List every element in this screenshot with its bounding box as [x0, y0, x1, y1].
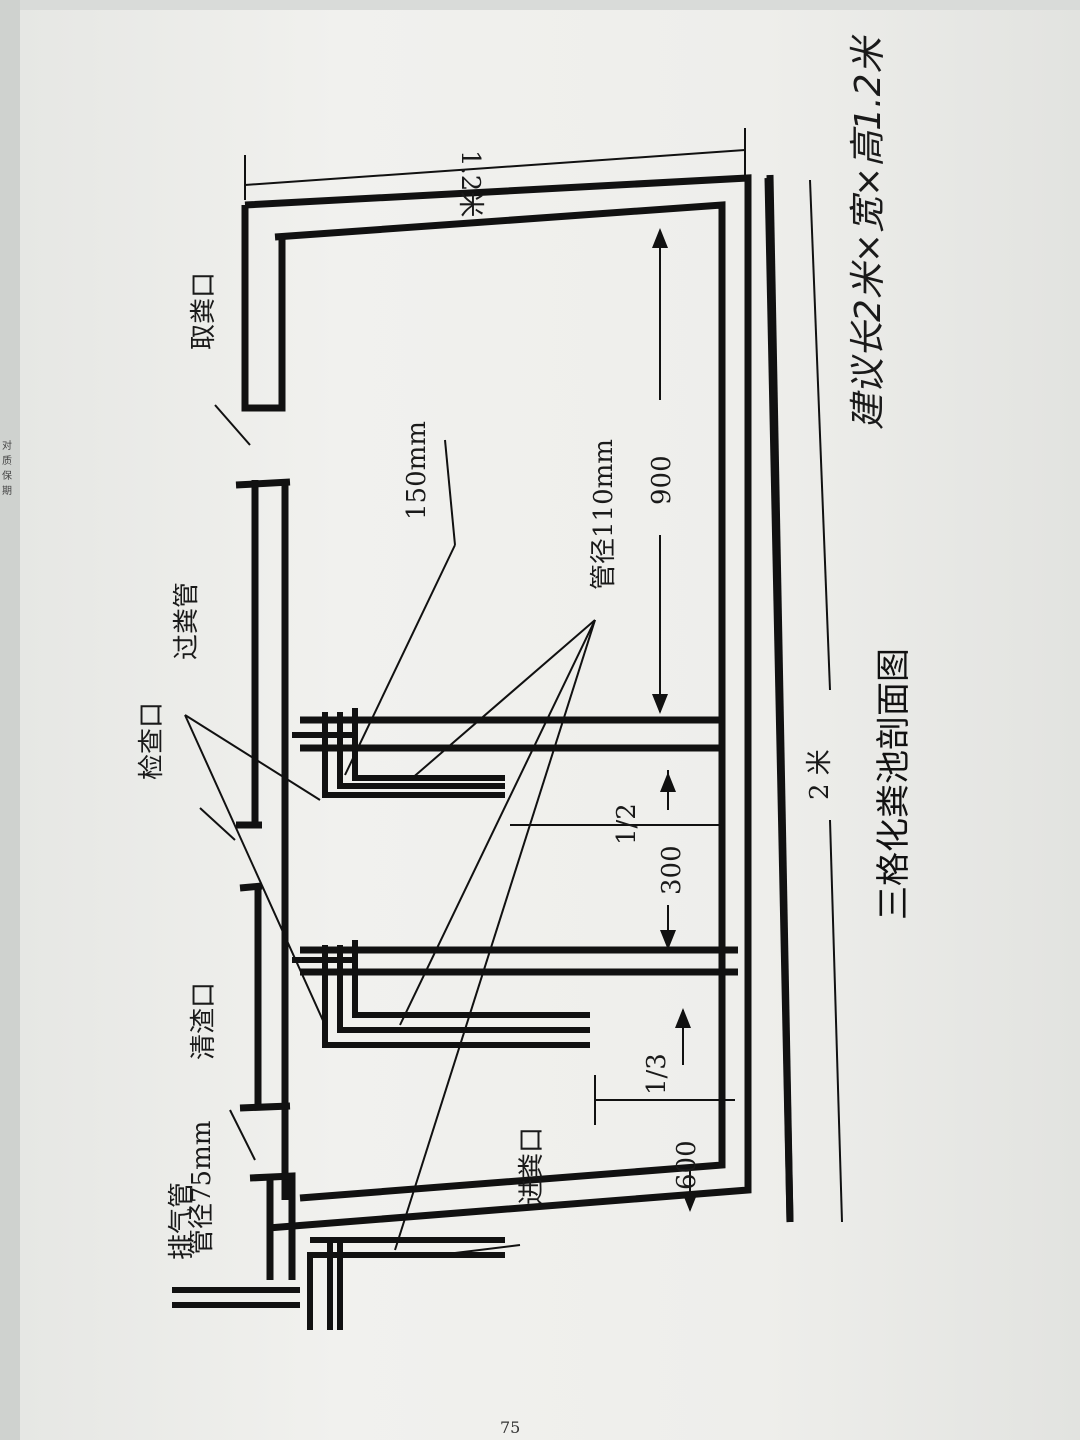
- chamber-1-dimension: 600: [672, 1140, 702, 1190]
- chamber-2-dimension: 300: [657, 845, 687, 895]
- inlet-port-label: 进粪口: [517, 1127, 547, 1205]
- transfer-pipe-label: 过粪管: [172, 582, 202, 660]
- leader-lines: [184, 404, 596, 1254]
- inlet-pipe: [307, 1237, 505, 1330]
- previous-page-text: 对质保期: [2, 441, 12, 497]
- tank-top-slab: [235, 205, 296, 1280]
- label-clean-residue: 清渣口: [189, 982, 219, 1060]
- exhaust-pipe-label-line2: 管径75mm: [187, 1121, 217, 1255]
- diagram-title-group: 三格化粪池剖面图: [874, 648, 914, 920]
- label-intake-port: 取粪口: [189, 272, 219, 350]
- dim-1-2: 1/2: [612, 803, 642, 845]
- dim-900: 900: [647, 455, 677, 505]
- diagram-title: 三格化粪池剖面图: [874, 648, 914, 920]
- chamber-3-dimension: 900: [647, 455, 677, 505]
- tank-outer-wall: [244, 174, 794, 1232]
- dim-1-3: 1/3: [642, 1053, 672, 1095]
- dimension-arrows: [652, 228, 698, 1212]
- depth-150-label: 150mm: [402, 421, 432, 520]
- label-transfer-pipe: 过粪管: [172, 582, 202, 660]
- exhaust-pipe: [172, 1287, 300, 1308]
- ratio-1-2: 1/2: [612, 803, 642, 845]
- dim-1-2m: 1.2米: [455, 150, 485, 217]
- previous-page-edge: 对质保期: [0, 0, 20, 1440]
- transfer-pipe-2: [292, 940, 590, 1048]
- exhaust-pipe-label-line1: 排气管: [167, 1182, 197, 1260]
- intake-port-label: 取粪口: [189, 272, 219, 350]
- book-page: [20, 10, 1080, 1440]
- label-150mm: 150mm: [402, 421, 432, 520]
- total-height-dimension: 1.2米: [455, 150, 485, 217]
- dim-2m: 2 米: [805, 749, 835, 800]
- dimension-lines: [244, 128, 843, 1223]
- tank-bottom-wall: [764, 177, 794, 1223]
- page-number: 75: [500, 1418, 521, 1437]
- handwritten-note: 建议长2米×宽×高1.2米: [848, 34, 889, 430]
- total-width-dimension: 2 米: [805, 749, 835, 800]
- label-inspection-port: 检查口: [137, 702, 167, 780]
- label-exhaust-pipe-diameter: 管径75mm: [187, 1121, 217, 1255]
- pipe-diameter-label: 管径110mm: [589, 439, 619, 590]
- inspection-port-label: 检查口: [137, 702, 167, 780]
- ratio-1-3: 1/3: [642, 1053, 672, 1095]
- dim-300: 300: [657, 845, 687, 895]
- label-exhaust-pipe: 排气管: [167, 1182, 197, 1260]
- label-pipe-diameter: 管径110mm: [589, 439, 619, 590]
- clean-residue-port-label: 清渣口: [189, 982, 219, 1060]
- transfer-pipe-1: [292, 708, 505, 798]
- dim-600: 600: [672, 1140, 702, 1190]
- label-inlet-port: 进粪口: [517, 1127, 547, 1205]
- handwritten-note-group: 建议长2米×宽×高1.2米: [848, 34, 889, 430]
